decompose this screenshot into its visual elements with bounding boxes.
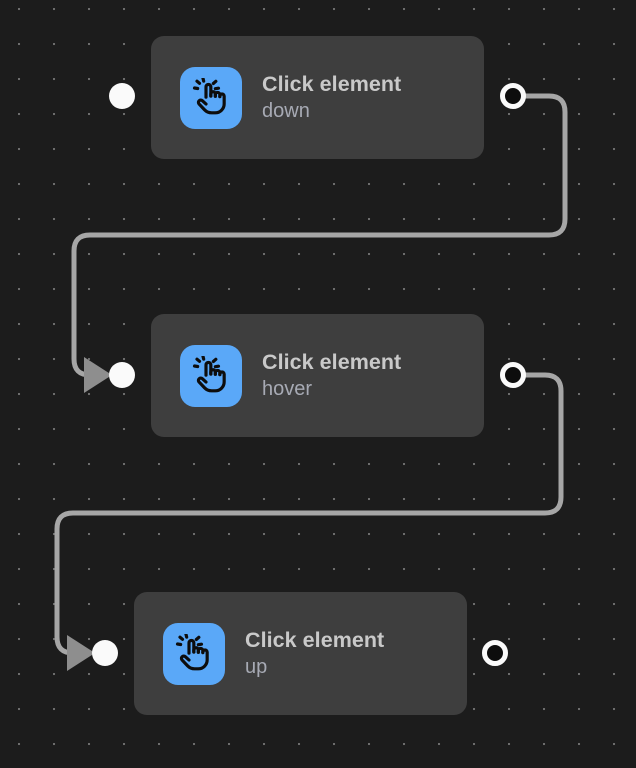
node-subtitle: down xyxy=(262,99,310,122)
node-click-element-up[interactable]: Click element up xyxy=(134,592,467,715)
input-port-click-up[interactable] xyxy=(92,640,118,666)
output-port-click-down[interactable] xyxy=(500,83,526,109)
edge-arrowhead xyxy=(67,635,95,671)
node-click-element-hover[interactable]: Click element hover xyxy=(151,314,484,437)
node-text-block: Click element down xyxy=(262,73,401,122)
node-click-element-down[interactable]: Click element down xyxy=(151,36,484,159)
output-port-click-hover[interactable] xyxy=(500,362,526,388)
node-text-block: Click element up xyxy=(245,629,384,678)
node-subtitle: hover xyxy=(262,377,313,400)
pointer-click-icon xyxy=(180,344,242,407)
pointer-click-icon xyxy=(180,66,242,129)
output-port-click-up[interactable] xyxy=(482,640,508,666)
edge-arrowhead xyxy=(84,357,112,393)
node-subtitle: up xyxy=(245,655,268,678)
input-port-click-down[interactable] xyxy=(109,83,135,109)
node-title: Click element xyxy=(245,628,385,653)
node-title: Click element xyxy=(262,72,402,97)
input-port-click-hover[interactable] xyxy=(109,362,135,388)
node-text-block: Click element hover xyxy=(262,351,401,400)
pointer-click-icon xyxy=(163,622,225,685)
node-title: Click element xyxy=(262,350,402,375)
